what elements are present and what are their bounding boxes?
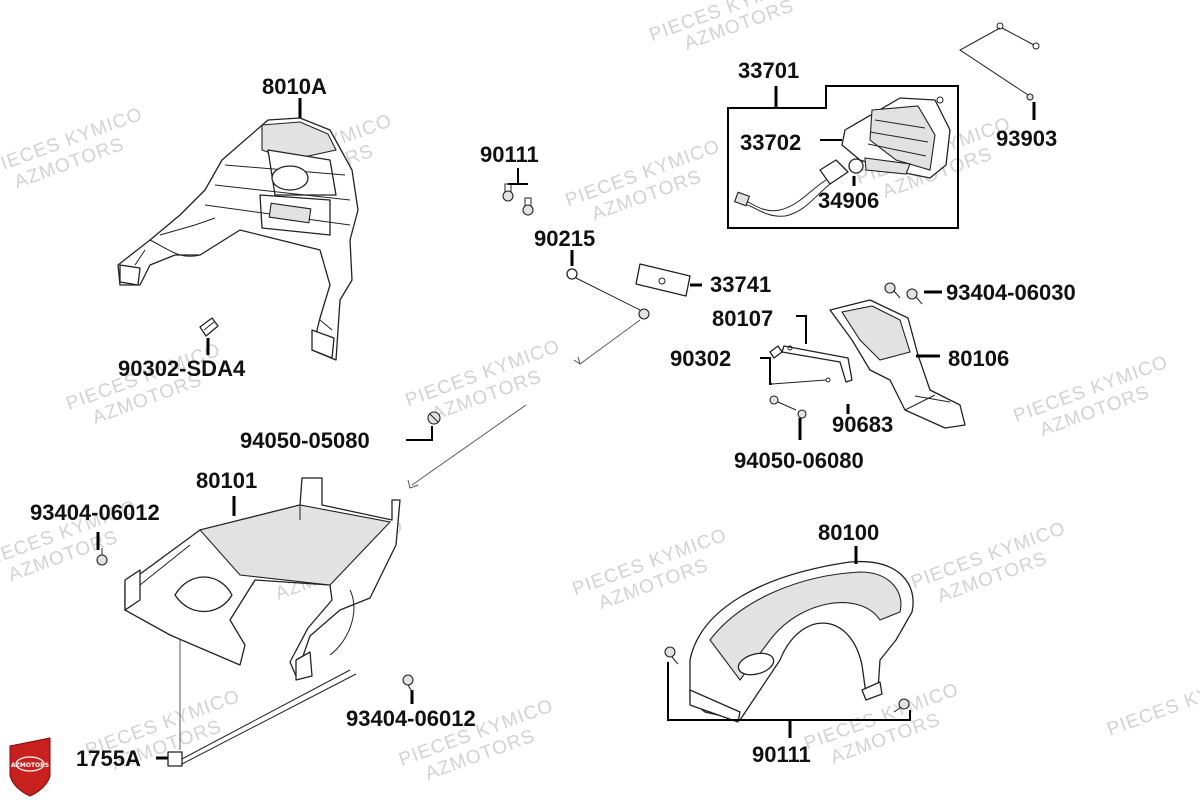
group-33701-box (727, 85, 959, 229)
part-93404-06030-screws[interactable] (884, 282, 923, 305)
part-90302-SDA4-clip[interactable] (199, 317, 219, 337)
part-94050-05080-nut[interactable] (427, 411, 441, 425)
part-80107-stay[interactable] (781, 345, 853, 383)
label-80101[interactable]: 80101 (196, 468, 257, 493)
part-80101-tray[interactable] (124, 477, 401, 681)
label-8010A[interactable]: 8010A (262, 74, 327, 99)
label-93903[interactable]: 93903 (996, 126, 1057, 151)
label-80100[interactable]: 80100 (818, 520, 879, 545)
label-90683[interactable]: 90683 (832, 412, 893, 437)
label-33741[interactable]: 33741 (710, 272, 771, 297)
label-90302-SDA4[interactable]: 90302-SDA4 (118, 356, 246, 381)
label-33701[interactable]: 33701 (738, 58, 799, 83)
label-34906[interactable]: 34906 (818, 188, 879, 213)
part-80106-bracket[interactable] (829, 299, 966, 429)
part-90302-clips[interactable] (769, 345, 831, 385)
guide-arrow-90215 (579, 319, 641, 365)
part-90683-nut[interactable] (797, 409, 807, 419)
label-1755A[interactable]: 1755A (76, 746, 141, 771)
leader-90111-top (508, 168, 528, 185)
leader-80107 (796, 315, 807, 344)
label-33702[interactable]: 33702 (740, 130, 801, 155)
part-80100-fender[interactable] (689, 561, 914, 723)
label-93404-06030[interactable]: 93404-06030 (946, 280, 1076, 305)
leader-94050-05080 (406, 426, 433, 441)
part-93903-wire[interactable] (959, 22, 1040, 101)
guide-arrowhead-80101 (407, 479, 419, 489)
part-94050-06080-bolt[interactable] (769, 395, 797, 411)
label-80106[interactable]: 80106 (948, 346, 1009, 371)
part-90215-bolt[interactable] (566, 268, 650, 320)
label-90111-top[interactable]: 90111 (480, 142, 539, 167)
azmotors-logo: AZMOTORS (9, 737, 51, 797)
part-34906-bulb-socket[interactable] (733, 157, 911, 217)
part-90111-screws-top[interactable] (502, 183, 534, 216)
label-90111-bottom[interactable]: 90111 (752, 742, 811, 767)
part-90111-screws-bottom[interactable] (664, 646, 910, 713)
label-94050-06080[interactable]: 94050-06080 (734, 448, 864, 473)
label-90215[interactable]: 90215 (534, 226, 595, 251)
part-1755A-strap[interactable] (167, 640, 357, 767)
label-90302[interactable]: 90302 (670, 346, 731, 371)
guide-arrowhead-90215 (573, 356, 581, 366)
label-94050-05080[interactable]: 94050-05080 (240, 428, 370, 453)
part-93404-06012-screw-bottom[interactable] (402, 674, 414, 693)
label-93404-06012-bottom[interactable]: 93404-06012 (346, 706, 476, 731)
watermark-line1: PIECES KYMICO (1104, 665, 1200, 740)
label-93404-06012-left[interactable]: 93404-06012 (30, 500, 160, 525)
part-33741-plate[interactable] (635, 263, 691, 297)
leader-90302 (760, 357, 772, 385)
guide-arrow-80101 (411, 404, 527, 486)
part-93404-06012-screw-left[interactable] (96, 548, 108, 566)
label-80107[interactable]: 80107 (712, 306, 773, 331)
part-8010A-drawing[interactable] (117, 117, 359, 361)
logo-text: AZMOTORS (11, 762, 49, 769)
